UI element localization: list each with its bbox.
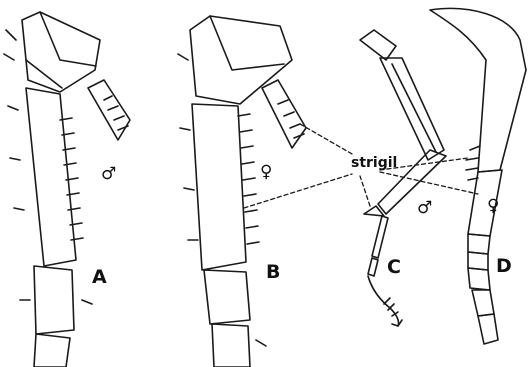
panel-label-a: A [92, 268, 107, 287]
leg-c-drawing [360, 30, 446, 326]
sex-symbol-d: ♀ [487, 198, 499, 215]
leg-b-drawing [178, 16, 306, 367]
sex-symbol-a: ♂ [101, 166, 116, 183]
leg-a-drawing [4, 12, 130, 367]
strigil-label: strigil [351, 156, 397, 170]
panel-label-b: B [266, 263, 280, 282]
panel-label-d: D [496, 257, 512, 276]
leg-d-drawing [430, 8, 526, 344]
sex-symbol-b: ♀ [260, 164, 272, 181]
panel-label-c: C [387, 258, 401, 277]
sex-symbol-c: ♂ [417, 200, 432, 217]
